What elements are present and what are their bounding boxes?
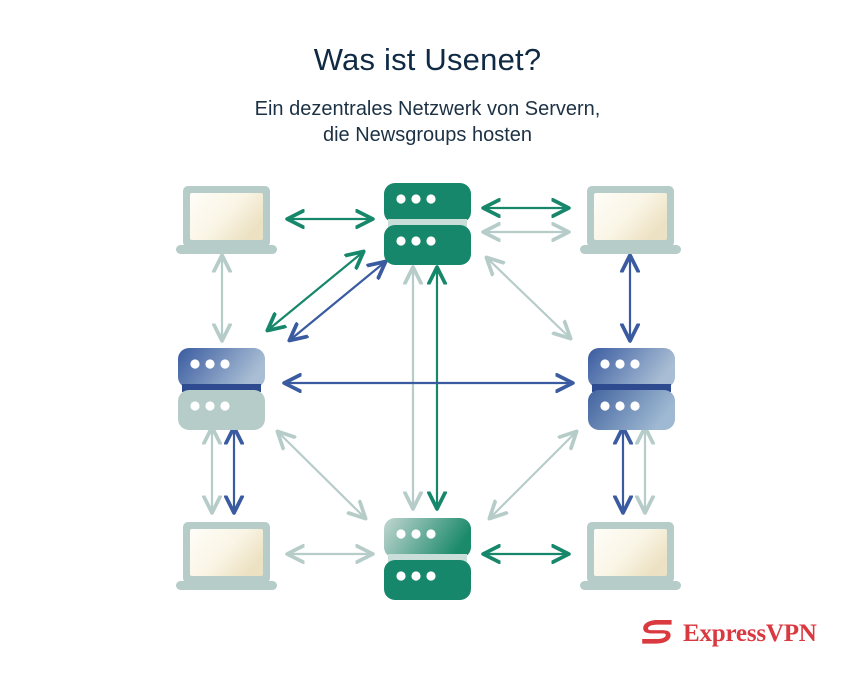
connection-server-middle-left-server-top-center-navy [290,262,385,340]
server-status-dots [396,194,436,246]
expressvpn-logo[interactable]: ExpressVPN [640,612,817,656]
node-laptop-top-left[interactable] [176,186,277,254]
expressvpn-logo-icon [640,617,674,652]
connection-server-middle-right-server-bottom-center [490,432,576,518]
page-subtitle: Ein dezentrales Netzwerk von Servern, di… [0,96,855,148]
page-subtitle-line-2: die Newsgroups hosten [322,124,532,146]
server-status-dots [190,359,230,411]
page-subtitle-line-1: Ein dezentrales Netzwerk von Servern, [254,98,601,120]
node-server-middle-right[interactable] [588,348,675,430]
server-status-dots [600,359,640,411]
node-server-top-center[interactable] [384,183,471,265]
node-server-bottom-center[interactable] [384,518,471,600]
node-laptop-top-right[interactable] [580,186,681,254]
server-status-dots [396,529,436,581]
connection-server-middle-left-server-bottom-center [278,432,365,518]
connection-server-top-center-server-middle-right [487,258,570,338]
node-laptop-bottom-left[interactable] [176,522,277,590]
expressvpn-wordmark: ExpressVPN [683,620,817,647]
node-laptop-bottom-right[interactable] [580,522,681,590]
page-title: Was ist Usenet? [313,42,542,77]
node-server-middle-left[interactable] [178,348,265,430]
